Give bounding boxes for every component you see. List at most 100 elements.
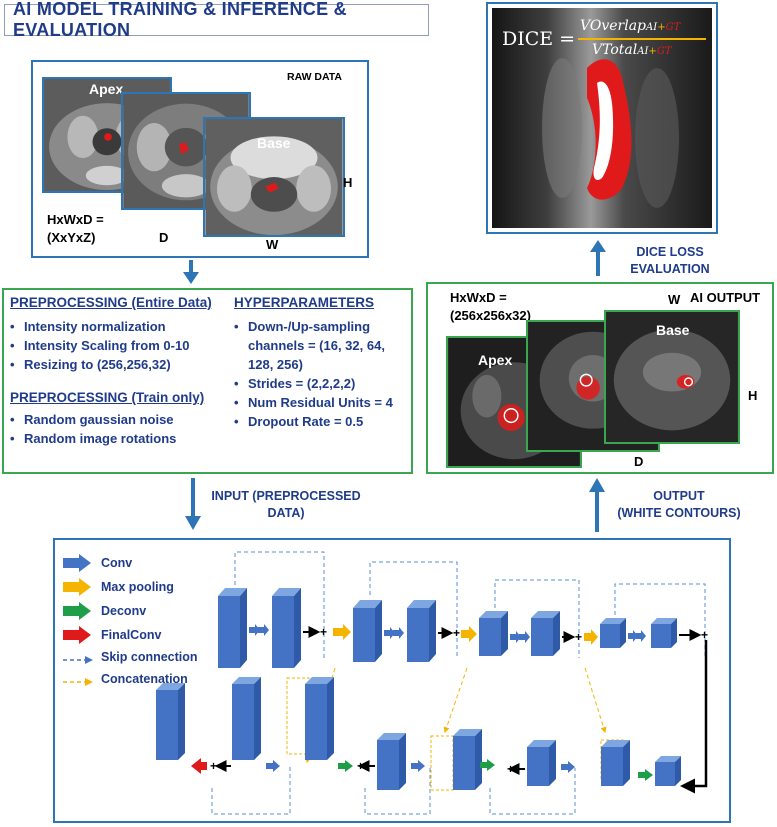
skip-connections-bottom — [211, 765, 576, 815]
preproc-train-item: Random image rotations — [10, 429, 230, 448]
decoder-level-1 — [156, 677, 334, 760]
preproc-entire-title: PREPROCESSING (Entire Data) — [10, 295, 212, 310]
dice-caption-2: EVALUATION — [630, 262, 710, 276]
encoder-level-4 — [600, 618, 677, 648]
output-caption-1: OUTPUT — [653, 489, 705, 503]
dice-denominator: VTotalAI+GT — [592, 42, 671, 58]
unet-diagram: + + + + — [156, 551, 708, 815]
dice-white-region — [593, 81, 614, 180]
ai-output-d-label: D — [634, 454, 644, 469]
input-caption-2: DATA) — [267, 506, 305, 520]
decoder-level-4 — [655, 756, 681, 786]
decoder-deconv-arrows — [338, 759, 653, 781]
svg-text:+: + — [320, 625, 327, 639]
legend-item-concat — [63, 674, 93, 692]
ai-output-label: AI OUTPUT — [690, 290, 761, 305]
legend-label-maxpool: Max pooling — [101, 580, 174, 594]
legend-label-conv: Conv — [101, 556, 133, 570]
dice-panel: DICE = VOverlapAI+GT VTotalAI+GT — [486, 2, 718, 234]
apex-label: Apex — [89, 81, 124, 97]
preproc-train-title: PREPROCESSING (Train only) — [10, 390, 205, 405]
mri-slice-base: Base — [203, 117, 345, 237]
dice-formula: DICE = VOverlapAI+GT VTotalAI+GT — [502, 16, 712, 66]
raw-dims-2: (XxYxZ) — [47, 230, 96, 245]
output-caption-2: (WHITE CONTOURS) — [617, 506, 741, 520]
encoder-level-2 — [353, 600, 436, 662]
legend-item-finalconv — [63, 626, 91, 649]
decoder-plus-signs: + + + — [210, 759, 514, 776]
hyperparameter-item: Strides = (2,2,2,2) — [234, 374, 410, 393]
legend: Conv Max pooling Deconv FinalConv Skip c… — [63, 548, 223, 708]
svg-text:+: + — [507, 762, 514, 776]
dice-caption-1: DICE LOSS — [636, 245, 704, 259]
hyperparameter-item: Down-/Up-sampling channels = (16, 32, 64… — [234, 317, 410, 374]
preprocessing-panel: PREPROCESSING (Entire Data) Intensity no… — [2, 288, 413, 474]
dice-num-text: VOverlap — [580, 18, 647, 34]
arrow-input — [185, 478, 201, 530]
preproc-entire-list: Intensity normalization Intensity Scalin… — [10, 317, 230, 374]
maxpool-arrows — [333, 624, 598, 645]
ai-output-panel: HxWxD = (256x256x32) W AI OUTPUT Apex — [426, 282, 774, 474]
raw-d-label: D — [159, 230, 169, 245]
raw-h-label: H — [343, 175, 353, 190]
preproc-train-list: Random gaussian noise Random image rotat… — [10, 410, 230, 448]
hyperparameter-item: Num Residual Units = 4 — [234, 393, 410, 412]
legend-item-deconv — [63, 602, 91, 625]
finalconv-arrow — [191, 758, 207, 774]
ai-output-h-label: H — [748, 388, 758, 403]
hyperparameter-item: Dropout Rate = 0.5 — [234, 412, 410, 431]
skip-connections-top — [234, 551, 706, 658]
ai-output-base: Base — [604, 310, 740, 444]
dice-den-gt: GT — [656, 46, 672, 57]
legend-label-finalconv: FinalConv — [101, 628, 162, 642]
svg-text:+: + — [701, 628, 708, 642]
hyperparameters-title: HYPERPARAMETERS — [234, 295, 375, 310]
raw-data-label: RAW DATA — [287, 71, 343, 83]
dice-caption: DICE LOSS EVALUATION — [615, 244, 725, 278]
network-panel: Conv Max pooling Deconv FinalConv Skip c… — [53, 538, 731, 823]
legend-item-maxpool — [63, 578, 91, 601]
raw-data-panel: RAW DATA Apex — [31, 60, 369, 258]
page-title-text: AI MODEL TRAINING & INFERENCE & EVALUATI… — [13, 0, 347, 40]
finalconv-arrow-icon — [63, 626, 91, 644]
base-label: Base — [257, 135, 291, 151]
arrow-output — [589, 478, 605, 532]
ai-apex-label: Apex — [478, 352, 513, 368]
dice-fraction-bar — [578, 38, 706, 40]
ai-output-w-label: W — [668, 292, 681, 307]
dice-num-gt: GT — [665, 22, 681, 33]
input-caption: INPUT (PREPROCESSED DATA) — [196, 488, 376, 522]
dice-den-text: VTotal — [592, 42, 638, 58]
preproc-entire-item: Resizing to (256,256,32) — [10, 355, 230, 374]
legend-label-skip: Skip connection — [101, 650, 198, 664]
legend-item-skip — [63, 652, 93, 670]
input-caption-1: INPUT (PREPROCESSED — [211, 489, 361, 503]
dice-den-ai: AI — [637, 46, 649, 57]
dice-num-ai: AI — [646, 22, 658, 33]
svg-text:+: + — [357, 759, 364, 773]
ai-base-label: Base — [656, 322, 690, 338]
encoder-level-1 — [218, 588, 301, 668]
arrow-raw-to-preproc — [183, 260, 199, 284]
legend-item-conv — [63, 554, 91, 577]
svg-text:+: + — [575, 630, 582, 644]
preproc-train-item: Random gaussian noise — [10, 410, 230, 429]
preproc-entire-item: Intensity Scaling from 0-10 — [10, 336, 230, 355]
skip-connection-icon — [63, 656, 93, 664]
deconv-arrow-icon — [63, 602, 91, 620]
concatenation-icon — [63, 678, 93, 686]
conv-arrow-icon — [63, 554, 91, 572]
encoder-conv-arrows — [249, 624, 646, 643]
maxpool-arrow-icon — [63, 578, 91, 596]
dice-den-plus: + — [648, 46, 657, 57]
ai-output-dims-2: (256x256x32) — [450, 308, 531, 323]
decoder-level-2 — [377, 729, 482, 791]
raw-w-label: W — [266, 237, 279, 252]
dice-lhs: DICE = — [502, 28, 576, 50]
mri-base-image — [205, 119, 343, 235]
page-title: AI MODEL TRAINING & INFERENCE & EVALUATI… — [4, 0, 429, 40]
decoder-black-arrows — [214, 760, 525, 775]
dice-num-plus: + — [657, 22, 666, 33]
decoder-level-3 — [527, 739, 630, 786]
raw-dims-1: HxWxD = — [47, 212, 104, 227]
